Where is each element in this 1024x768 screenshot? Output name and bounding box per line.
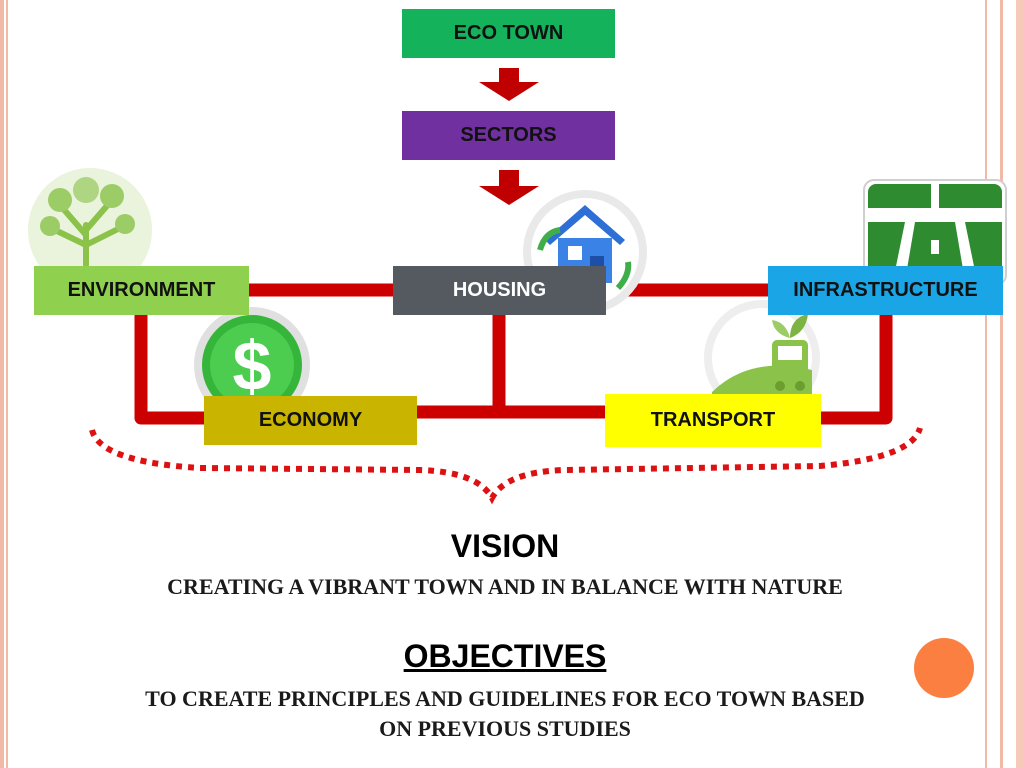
vision-heading: VISION bbox=[450, 528, 560, 564]
sectors-box: SECTORS bbox=[402, 111, 615, 160]
orange-accent-dot bbox=[914, 638, 974, 698]
arrow-down-icon bbox=[479, 170, 539, 205]
infrastructure-box: INFRASTRUCTURE bbox=[768, 266, 1003, 315]
objectives-text-line-1: TO CREATE PRINCIPLES AND GUIDELINES FOR … bbox=[145, 686, 865, 711]
objectives-text-line-2: ON PREVIOUS STUDIES bbox=[379, 716, 631, 741]
environment-box: ENVIRONMENT bbox=[34, 266, 249, 315]
housing-box: HOUSING bbox=[393, 266, 606, 315]
connector-lines bbox=[134, 283, 893, 425]
objectives-heading: OBJECTIVES bbox=[403, 638, 607, 674]
curly-brace bbox=[89, 426, 923, 505]
svg-text:$: $ bbox=[233, 327, 272, 405]
eco-town-box: ECO TOWN bbox=[402, 9, 615, 58]
highway-sign-icon bbox=[863, 179, 1007, 286]
economy-box: ECONOMY bbox=[204, 396, 417, 445]
eco-town-diagram: $ bbox=[28, 68, 1007, 505]
transport-box: TRANSPORT bbox=[605, 394, 821, 447]
objectives-text: TO CREATE PRINCIPLES AND GUIDELINES FOR … bbox=[0, 684, 1010, 744]
eco-bus-icon bbox=[704, 300, 820, 416]
vision-text: CREATING A VIBRANT TOWN AND IN BALANCE W… bbox=[167, 574, 843, 599]
dollar-icon: $ bbox=[194, 307, 310, 423]
tree-icon bbox=[28, 168, 152, 292]
arrow-down-icon bbox=[479, 68, 539, 101]
